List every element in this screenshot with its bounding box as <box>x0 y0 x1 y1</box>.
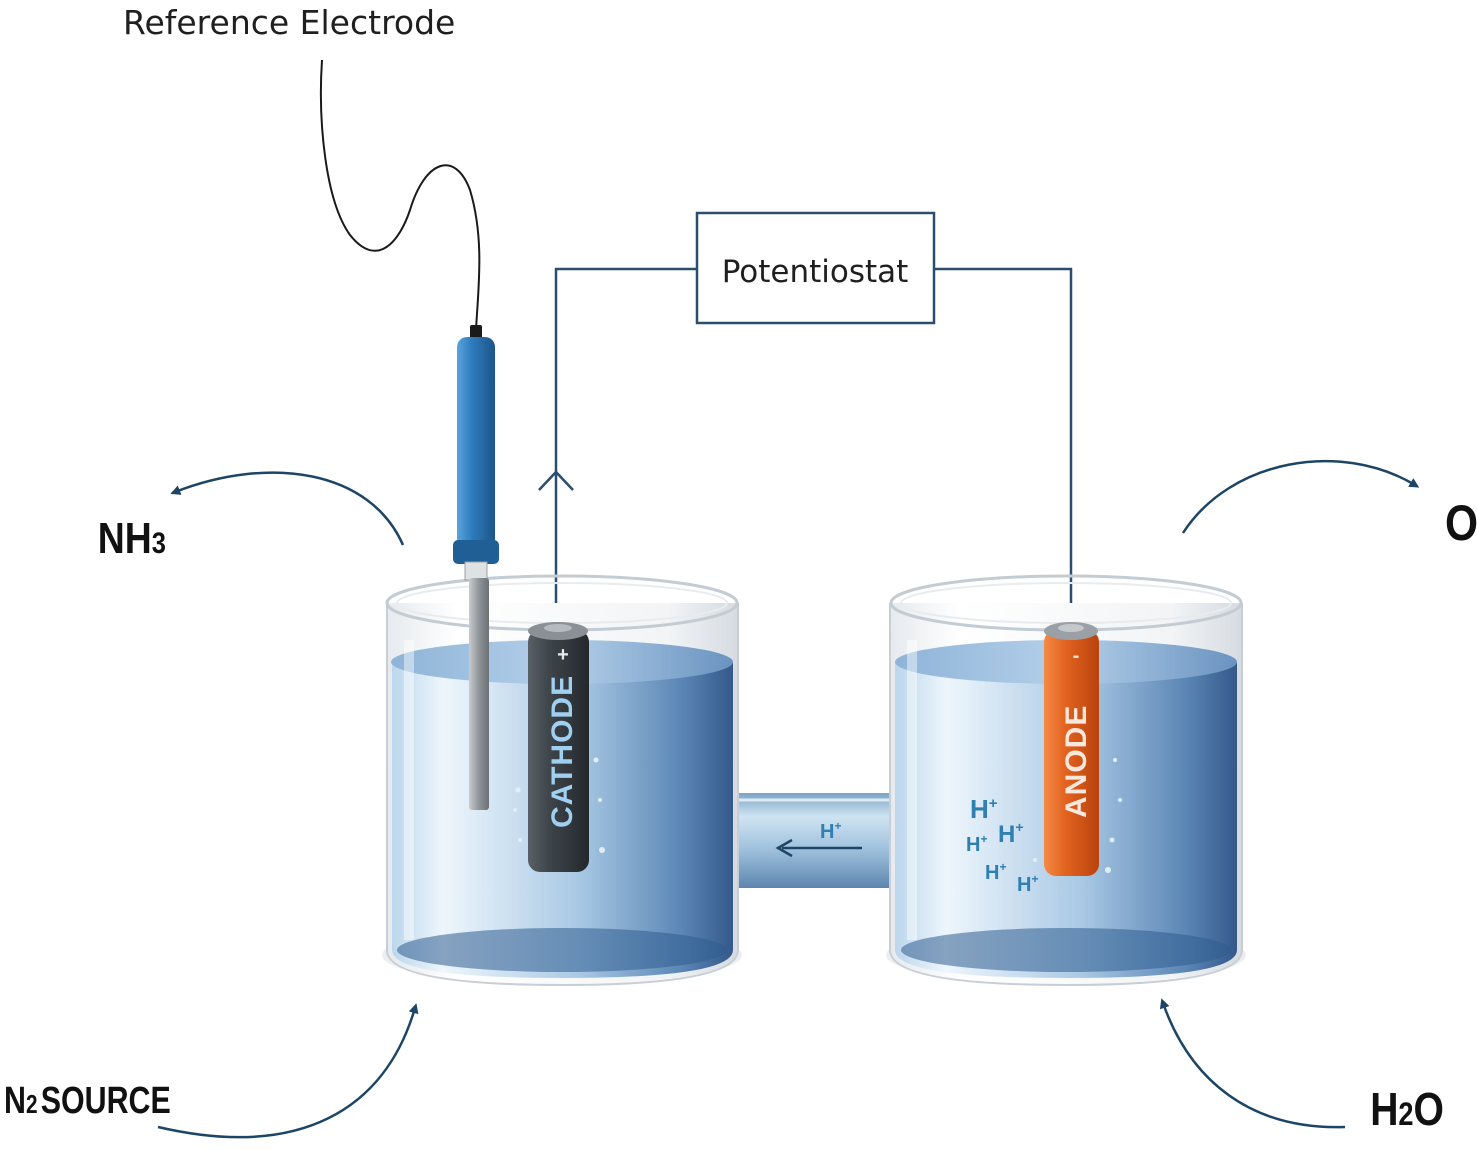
anode-sign: - <box>1073 645 1080 667</box>
anode-wire <box>934 267 1073 627</box>
bridge-proton-label: H+ <box>820 819 841 843</box>
reference-electrode-probe <box>453 325 499 810</box>
potentiostat-box <box>695 211 936 325</box>
o2-label: O2 <box>1445 495 1477 551</box>
proton-ion: H+ <box>966 832 987 856</box>
n2-source-label: N2SOURCE <box>4 1080 171 1122</box>
reference-electrode-label: Reference Electrode <box>123 3 455 42</box>
cathode-wire <box>554 267 697 627</box>
h2o-input-arrow <box>1159 998 1346 1129</box>
salt-bridge: H+ <box>735 793 895 888</box>
proton-ion: H+ <box>970 794 998 824</box>
anode-electrode: - ANODE <box>1044 622 1099 876</box>
n2-input-arrow <box>157 1003 419 1139</box>
o2-output-arrow <box>1181 459 1420 534</box>
proton-ion: H+ <box>985 860 1006 884</box>
cathode-label: CATHODE <box>546 675 579 828</box>
reference-electrode-cable <box>319 59 481 331</box>
h2o-label: H2O <box>1370 1084 1444 1136</box>
bubbles <box>513 757 1122 873</box>
nh3-output-arrow <box>170 471 405 546</box>
cathode-sign: + <box>557 644 569 666</box>
current-direction-arrow <box>538 470 574 491</box>
proton-ions: H+ H+ H+ H+ H+ <box>966 794 1038 896</box>
potentiostat-label: Potentiostat <box>722 254 909 290</box>
cathode-electrode: + CATHODE <box>528 622 589 872</box>
proton-ion: H+ <box>1017 872 1038 896</box>
nh3-label: NH3 <box>98 513 166 563</box>
anode-label: ANODE <box>1060 705 1093 818</box>
proton-ion: H+ <box>998 819 1024 848</box>
reference-electrode-rod <box>469 578 489 810</box>
